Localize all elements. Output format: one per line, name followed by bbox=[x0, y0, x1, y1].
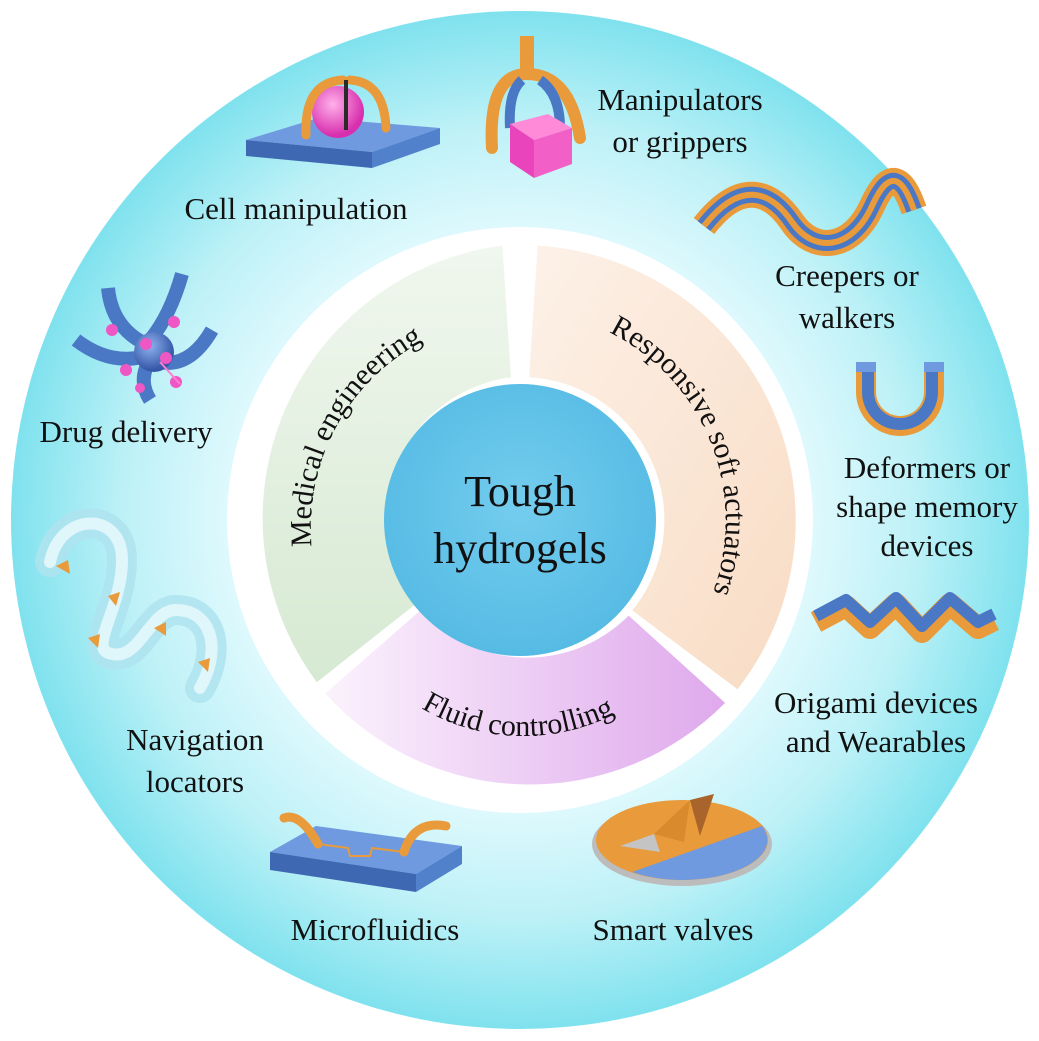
navigation-illustration bbox=[35, 508, 227, 703]
microfluidics-illustration bbox=[270, 812, 462, 892]
cell-manipulation-illustration bbox=[246, 75, 440, 168]
label-navigation-line2: locators bbox=[146, 764, 244, 799]
label-deformers-line2: shape memory bbox=[836, 489, 1018, 524]
origami-illustration bbox=[810, 592, 999, 643]
label-deformers-line1: Deformers or bbox=[844, 450, 1011, 485]
label-navigation-line1: Navigation bbox=[126, 722, 264, 757]
center-title-line2: hydrogels bbox=[433, 524, 607, 573]
label-manipulators-line2: or grippers bbox=[612, 124, 747, 159]
drug-delivery-illustration bbox=[71, 272, 219, 404]
segment-medical bbox=[262, 245, 511, 683]
label-smart-valves: Smart valves bbox=[593, 912, 754, 947]
valve-illustration bbox=[592, 794, 772, 886]
label-microfluidics: Microfluidics bbox=[291, 912, 460, 947]
label-deformers-line3: devices bbox=[881, 528, 974, 563]
gripper-illustration bbox=[485, 36, 586, 178]
label-creepers-line2: walkers bbox=[799, 300, 895, 335]
deformer-illustration bbox=[856, 362, 944, 436]
center-title-line1: Tough bbox=[464, 467, 576, 516]
label-origami-line2: and Wearables bbox=[786, 724, 966, 759]
label-drug-delivery: Drug delivery bbox=[39, 414, 213, 449]
label-manipulators-line1: Manipulators bbox=[597, 82, 762, 117]
label-creepers-line1: Creepers or bbox=[775, 258, 919, 293]
segment-actuators bbox=[529, 245, 796, 690]
creeper-illustration bbox=[693, 168, 927, 256]
center-circle bbox=[384, 384, 656, 656]
label-origami-line1: Origami devices bbox=[774, 685, 978, 720]
label-cell-manipulation: Cell manipulation bbox=[185, 191, 408, 226]
segment-fluid bbox=[325, 610, 726, 785]
